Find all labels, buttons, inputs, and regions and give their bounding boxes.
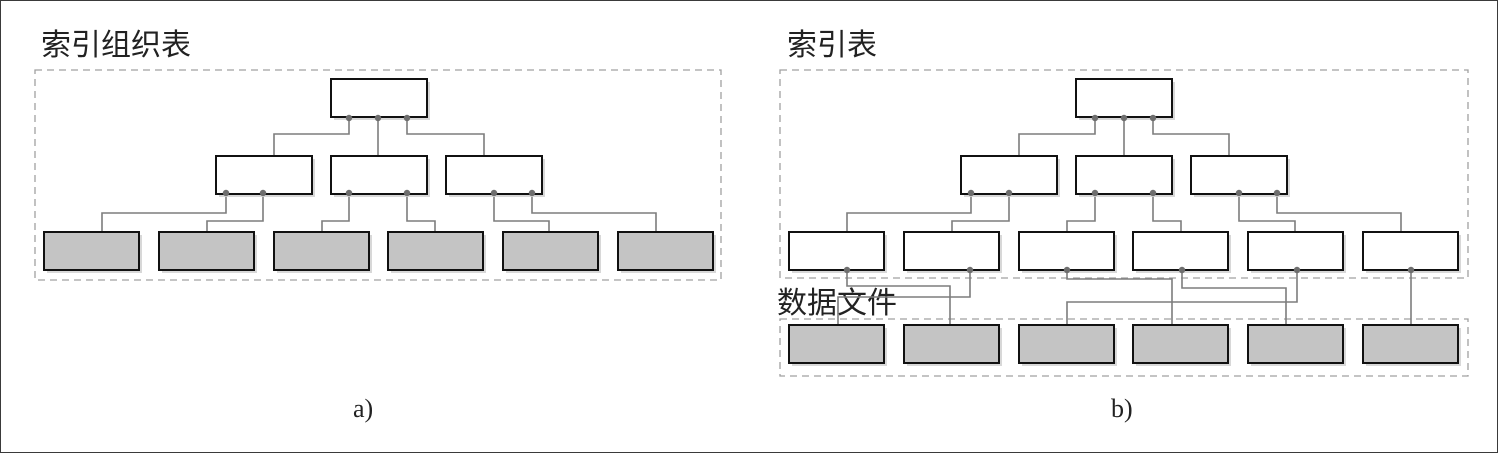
diagram-b-index-boundary (779, 69, 1469, 279)
diagram-a-pointer-dots (222, 114, 536, 197)
diagram-a-leaf-data-node (158, 231, 255, 271)
diagram-b-root-node (1075, 78, 1173, 118)
diagram-b-pointer-dots (843, 114, 1415, 274)
diagram-b-leaf-index-node (788, 231, 885, 271)
diagram-b-leaf-index-node (1018, 231, 1115, 271)
diagram-a-leaf-data-node (43, 231, 140, 271)
diagram-b-leaf-index-node (1247, 231, 1344, 271)
diagram-a-leaf-data-node (273, 231, 370, 271)
diagram-a-links (101, 118, 657, 232)
diagram-b-index-links (846, 118, 1402, 232)
diagram-b-data-block (1247, 324, 1344, 364)
diagram-b-title: 索引表 (787, 28, 877, 63)
diagram-b-leaf-index-node (903, 231, 1000, 271)
diagram-b-internal-node (1190, 155, 1288, 195)
diagram-b-internal-node (960, 155, 1058, 195)
diagram-b-leaf-index-node (1132, 231, 1229, 271)
diagram-b-data-block (903, 324, 1000, 364)
diagram-b-data-links (837, 270, 1412, 325)
diagram-a-internal-node (215, 155, 313, 195)
diagram-a: 索引组织表 (34, 28, 722, 423)
diagram-b-leaf-index-node (1362, 231, 1459, 271)
diagram-a-title: 索引组织表 (41, 28, 191, 63)
diagram-a-internal-node (330, 155, 428, 195)
diagram-b-data-block (1132, 324, 1229, 364)
diagram-b: 索引表 数据文件 (777, 28, 1469, 423)
diagram-a-leaf-data-node (502, 231, 599, 271)
diagram-b-data-block (788, 324, 885, 364)
diagram-a-leaf-data-node (617, 231, 714, 271)
diagram-a-caption: a) (353, 394, 373, 423)
diagram-a-root-node (330, 78, 428, 118)
diagram-b-data-block (1362, 324, 1459, 364)
diagram-a-internal-node (445, 155, 543, 195)
diagram-b-internal-node (1075, 155, 1173, 195)
diagram-b-data-file-label: 数据文件 (777, 286, 897, 321)
diagram-a-boundary (34, 69, 722, 281)
diagram-b-caption: b) (1111, 394, 1133, 423)
diagram-b-data-block (1018, 324, 1115, 364)
diagram-a-leaf-data-node (387, 231, 484, 271)
